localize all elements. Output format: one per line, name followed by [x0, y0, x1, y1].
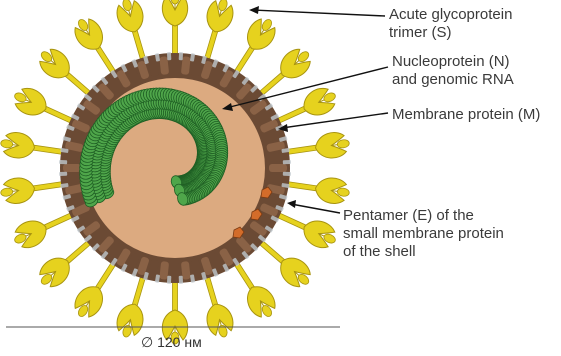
label-membrane-protein: Membrane protein (M): [392, 106, 540, 124]
label-spike-line2: trimer (S): [389, 24, 512, 42]
spike-trimer: [284, 171, 351, 205]
spike-trimer: [194, 272, 236, 341]
label-spike-glycoprotein: Acute glycoprotein trimer (S): [389, 6, 512, 42]
membrane-protein: [63, 164, 81, 172]
label-envelope-line2: small membrane protein: [343, 225, 504, 243]
label-nucleoprotein: Nucleoprotein (N) and genomic RNA: [392, 53, 514, 89]
spike-trimer: [113, 0, 155, 64]
label-nucleoprotein-line2: and genomic RNA: [392, 71, 514, 89]
spike-trimer: [0, 130, 66, 164]
label-envelope-line3: of the shell: [343, 243, 504, 261]
label-envelope-line1: Pentamer (E) of the: [343, 207, 504, 225]
leader-line-envelope: [291, 204, 340, 213]
spike-trimer: [113, 272, 155, 341]
leader-line-membrane: [282, 113, 388, 128]
scale-caption: ∅ 120 нм: [141, 334, 202, 351]
membrane-protein: [171, 262, 179, 280]
leader-line-spike: [253, 10, 385, 16]
arrowhead-spike: [249, 6, 259, 14]
spike-trimer: [162, 0, 187, 56]
arrowhead-envelope: [287, 200, 296, 208]
spike-trimer: [284, 130, 351, 164]
spike-trimer: [0, 171, 66, 205]
label-membrane-line1: Membrane protein (M): [392, 106, 540, 124]
label-envelope-pentamer: Pentamer (E) of the small membrane prote…: [343, 207, 504, 261]
membrane-protein: [171, 56, 179, 74]
label-nucleoprotein-line1: Nucleoprotein (N): [392, 53, 514, 71]
label-spike-line1: Acute glycoprotein: [389, 6, 512, 24]
membrane-protein: [269, 164, 287, 172]
spike-trimer: [194, 0, 236, 64]
